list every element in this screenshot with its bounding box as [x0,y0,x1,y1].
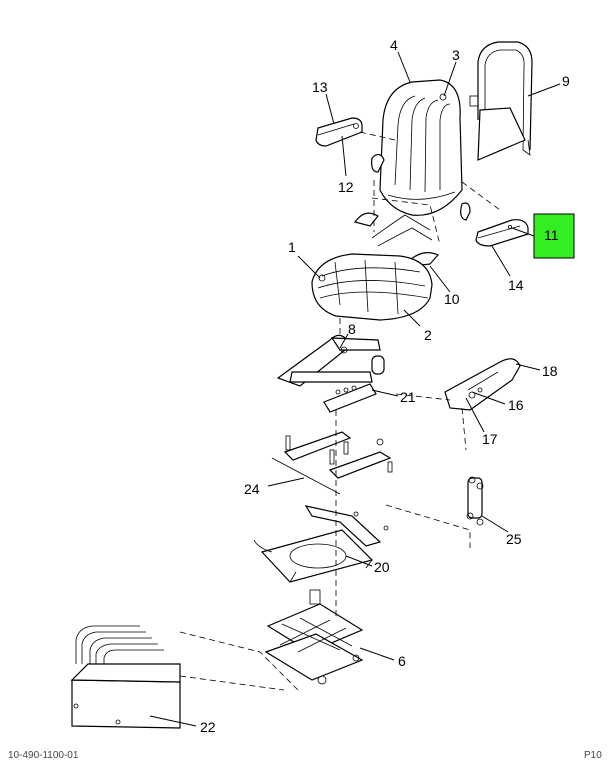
callout-17[interactable]: 17 [482,431,498,447]
headrest-frame [469,41,533,161]
callout-6[interactable]: 6 [398,653,406,669]
swivel-plate [253,505,389,583]
callout-21[interactable]: 21 [400,389,416,405]
seat-backrest [379,79,463,216]
seat-cushion [311,253,433,321]
slide-frame [276,334,385,413]
highlight-box-11 [533,213,575,259]
shock-absorber [466,476,484,526]
slide-rails [271,431,393,495]
callout-22[interactable]: 22 [200,719,216,735]
callout-8[interactable]: 8 [348,321,356,337]
callout-9[interactable]: 9 [562,73,570,89]
callout-1[interactable]: 1 [288,239,296,255]
callout-14[interactable]: 14 [508,277,524,293]
callout-18[interactable]: 18 [542,363,558,379]
callout-24[interactable]: 24 [244,481,260,497]
callout-4[interactable]: 4 [390,37,398,53]
mount-bracket [444,358,521,411]
armrest-left [315,117,363,147]
footer-page-ref: P10 [584,750,602,761]
callout-12[interactable]: 12 [338,179,354,195]
callout-20[interactable]: 20 [374,559,390,575]
callout-25[interactable]: 25 [506,531,522,547]
callout-2[interactable]: 2 [424,327,432,343]
suspension-cover [70,625,181,729]
callout-3[interactable]: 3 [452,47,460,63]
callout-labels: 4 3 9 13 12 11 14 1 10 2 8 21 18 16 17 2… [200,37,570,735]
footer-drawing-number: 10-490-1100-01 [8,750,79,761]
suspension-base [264,589,364,685]
callout-11[interactable]: 11 [544,227,559,243]
leader-lines [149,51,561,727]
armrest-right [475,219,529,247]
callout-10[interactable]: 10 [444,291,460,307]
callout-16[interactable]: 16 [508,397,524,413]
callout-13[interactable]: 13 [312,79,328,95]
